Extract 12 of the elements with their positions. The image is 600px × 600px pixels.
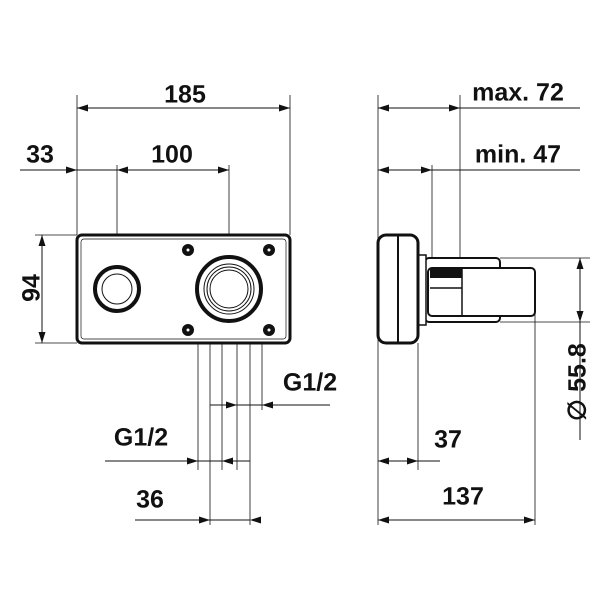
dimension-label: ∅ 55.8 [566, 343, 590, 421]
dimension-label: 37 [434, 428, 462, 452]
dimension-label: min. 47 [474, 142, 562, 168]
dimension-label: 36 [136, 488, 164, 512]
dimension-label: G1/2 [282, 370, 338, 396]
dimension-label: 33 [26, 142, 54, 168]
dimension-label: 185 [164, 82, 206, 108]
dimension-label: 137 [442, 484, 484, 510]
dimension-label: G1/2 [114, 426, 168, 450]
dimension-label: 100 [151, 142, 193, 168]
dimension-label: 94 [20, 274, 44, 302]
dimension-label: max. 72 [472, 80, 564, 106]
